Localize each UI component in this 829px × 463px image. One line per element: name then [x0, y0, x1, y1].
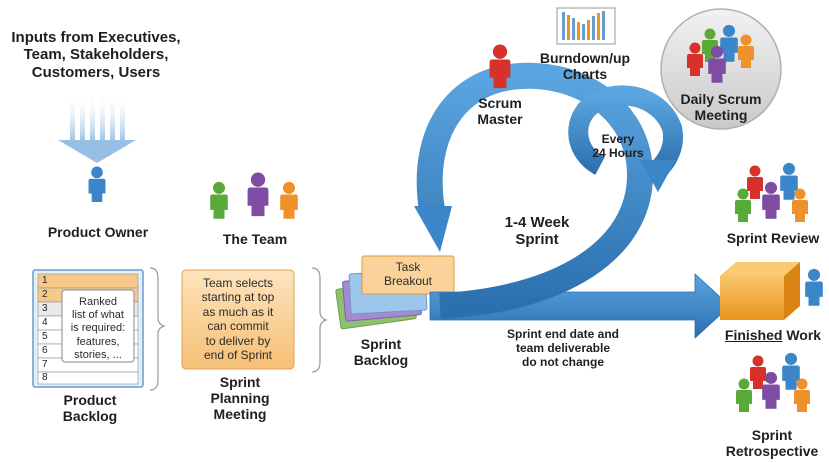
planning-note-line: can commit	[207, 319, 269, 334]
every-24-hours-label: Every 24 Hours	[588, 132, 648, 161]
task-breakout-line-1: Task	[395, 260, 421, 274]
backlog-note-line: features,	[76, 335, 120, 348]
product-owner-icon	[88, 166, 106, 202]
task-breakout-line-2: Breakout	[383, 274, 433, 289]
backlog-note-line: list of what	[72, 309, 124, 322]
finished-work-box-icon	[720, 262, 800, 320]
backlog-bracket	[149, 267, 166, 391]
sprint-end-line-3: do not change	[522, 354, 604, 369]
sprint-arrow	[414, 62, 731, 339]
backlog-row-number: 2	[42, 289, 48, 300]
sprint-duration-line-2: Sprint	[515, 231, 559, 249]
planning-note-line: as much as it	[202, 304, 274, 319]
backlog-row-number: 4	[42, 317, 48, 328]
backlog-note-line: is required:	[70, 322, 126, 335]
scrum-master-line-2: Master	[477, 111, 523, 128]
sprint-planning-note: Team selects starting at top as much as …	[184, 276, 292, 362]
sprint-backlog-cards	[335, 255, 455, 330]
sprint-end-line-2: team deliverable	[515, 340, 611, 355]
backlog-row-number: 6	[42, 345, 48, 356]
inputs-line-3: Customers, Users	[31, 63, 161, 81]
planning-note-line: starting at top	[201, 290, 275, 305]
planning-note-line: end of Sprint	[203, 347, 273, 362]
backlog-note-line: stories, ...	[74, 348, 122, 361]
sprint-planning-card	[181, 269, 295, 370]
sprint-retro-line-2: Retrospective	[725, 443, 819, 460]
sprint-review-people-icon	[735, 162, 808, 222]
backlog-row-number: 5	[42, 331, 48, 342]
daily-scrum-line-2: Meeting	[694, 107, 748, 124]
finished-work-label: Finished Work	[718, 327, 828, 343]
burndown-line-1: Burndown/up	[539, 50, 631, 66]
finished-work-person-icon	[805, 268, 823, 306]
sprint-planning-title-2: Planning	[210, 390, 270, 407]
every-24-line-2: 24 Hours	[592, 145, 644, 160]
sprint-retro-label: Sprint Retrospective	[716, 427, 828, 459]
burndown-chart-icon	[556, 7, 616, 45]
sprint-duration-label: 1-4 Week Sprint	[497, 214, 577, 249]
product-backlog-title-1: Product	[63, 392, 117, 408]
product-owner-label: Product Owner	[47, 224, 149, 240]
product-backlog-note: Ranked list of what is required: feature…	[62, 296, 134, 362]
product-backlog-title: Product Backlog	[48, 392, 132, 424]
scrum-master-label: Scrum Master	[470, 95, 530, 127]
backlog-note-line: Ranked	[79, 296, 117, 308]
daily-scrum-line-1: Daily Scrum	[680, 91, 762, 107]
sprint-end-label: Sprint end date and team deliverable do …	[488, 327, 638, 369]
sprint-retro-people-icon	[736, 352, 810, 412]
product-backlog-list	[32, 269, 144, 388]
backlog-row-number: 8	[42, 372, 48, 383]
planning-bracket	[311, 267, 328, 373]
planning-note-line: Team selects	[202, 276, 274, 290]
backlog-row-number: 3	[42, 303, 48, 314]
inputs-label: Inputs from Executives, Team, Stakeholde…	[6, 29, 186, 81]
sprint-planning-title-3: Meeting	[213, 406, 267, 423]
daily-scrum-label: Daily Scrum Meeting	[671, 91, 771, 123]
task-breakout-label: Task Breakout	[364, 260, 452, 289]
every-24-line-1: Every	[601, 132, 635, 146]
sprint-end-line-1: Sprint end date and	[506, 327, 619, 341]
sprint-review-label: Sprint Review	[726, 230, 820, 246]
sprint-backlog-title-1: Sprint	[360, 336, 402, 352]
backlog-row-number: 1	[42, 275, 48, 286]
inputs-line-2: Team, Stakeholders,	[23, 46, 169, 64]
backlog-row-number: 7	[42, 359, 48, 370]
sprint-planning-title-1: Sprint	[219, 374, 261, 390]
sprint-duration-line-1: 1-4 Week	[504, 214, 570, 231]
finished-word: Finished	[724, 327, 783, 343]
burndown-line-2: Charts	[562, 66, 608, 83]
sprint-retro-line-1: Sprint	[751, 427, 793, 443]
product-backlog-title-2: Backlog	[62, 408, 118, 425]
team-icon	[210, 172, 298, 219]
work-word: Work	[782, 327, 822, 343]
sprint-planning-title: Sprint Planning Meeting	[198, 374, 282, 422]
inputs-line-1: Inputs from Executives,	[11, 29, 181, 46]
burndown-label: Burndown/up Charts	[530, 50, 640, 82]
scrum-master-line-1: Scrum	[478, 95, 522, 111]
the-team-label: The Team	[222, 231, 288, 247]
daily-loop-arrow	[568, 85, 683, 192]
sprint-backlog-title: Sprint Backlog	[346, 336, 416, 368]
planning-note-line: to deliver by	[205, 333, 271, 348]
input-arrows-icon	[58, 92, 136, 163]
sprint-backlog-title-2: Backlog	[353, 352, 409, 369]
